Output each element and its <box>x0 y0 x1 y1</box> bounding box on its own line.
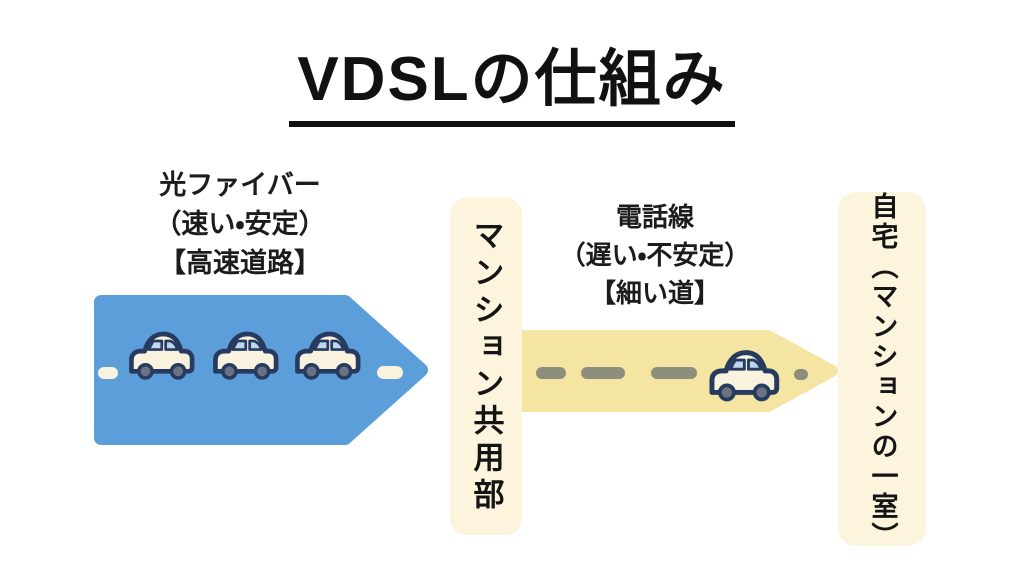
phone-road-dash <box>536 367 566 379</box>
phone-line-label: 電話線 （遅い・不安定） 【細い道】 <box>530 198 780 312</box>
fiber-label-line3: 【高速道路】 <box>159 248 321 278</box>
car-icon <box>288 327 366 383</box>
phone-label-line1: 電話線 <box>615 202 694 232</box>
home-box: 自宅（マンションの一室） <box>838 192 926 552</box>
phone-road-dash <box>794 369 808 380</box>
title-bar: VDSLの仕組み <box>0 44 1024 128</box>
phone-road-dash <box>581 367 625 379</box>
fiber-road-dash <box>98 367 118 379</box>
fiber-label-line2: （速い・安定） <box>154 209 326 239</box>
page-title: VDSLの仕組み <box>289 44 735 128</box>
phone-road-dash <box>651 367 697 379</box>
mansion-shared-box: マンション共用部 <box>450 198 522 535</box>
fiber-road-dash <box>377 366 403 379</box>
phone-label-line3: 【細い道】 <box>589 278 720 308</box>
car-icon <box>206 327 284 383</box>
home-label: 自宅（マンションの一室） <box>867 192 898 552</box>
mansion-shared-label: マンション共用部 <box>468 218 504 515</box>
fiber-label-line1: 光ファイバー <box>159 170 321 200</box>
car-icon <box>122 327 200 383</box>
phone-label-line2: （遅い・不安定） <box>559 240 751 270</box>
car-icon <box>702 345 785 405</box>
fiber-label: 光ファイバー （速い・安定） 【高速道路】 <box>105 166 375 283</box>
